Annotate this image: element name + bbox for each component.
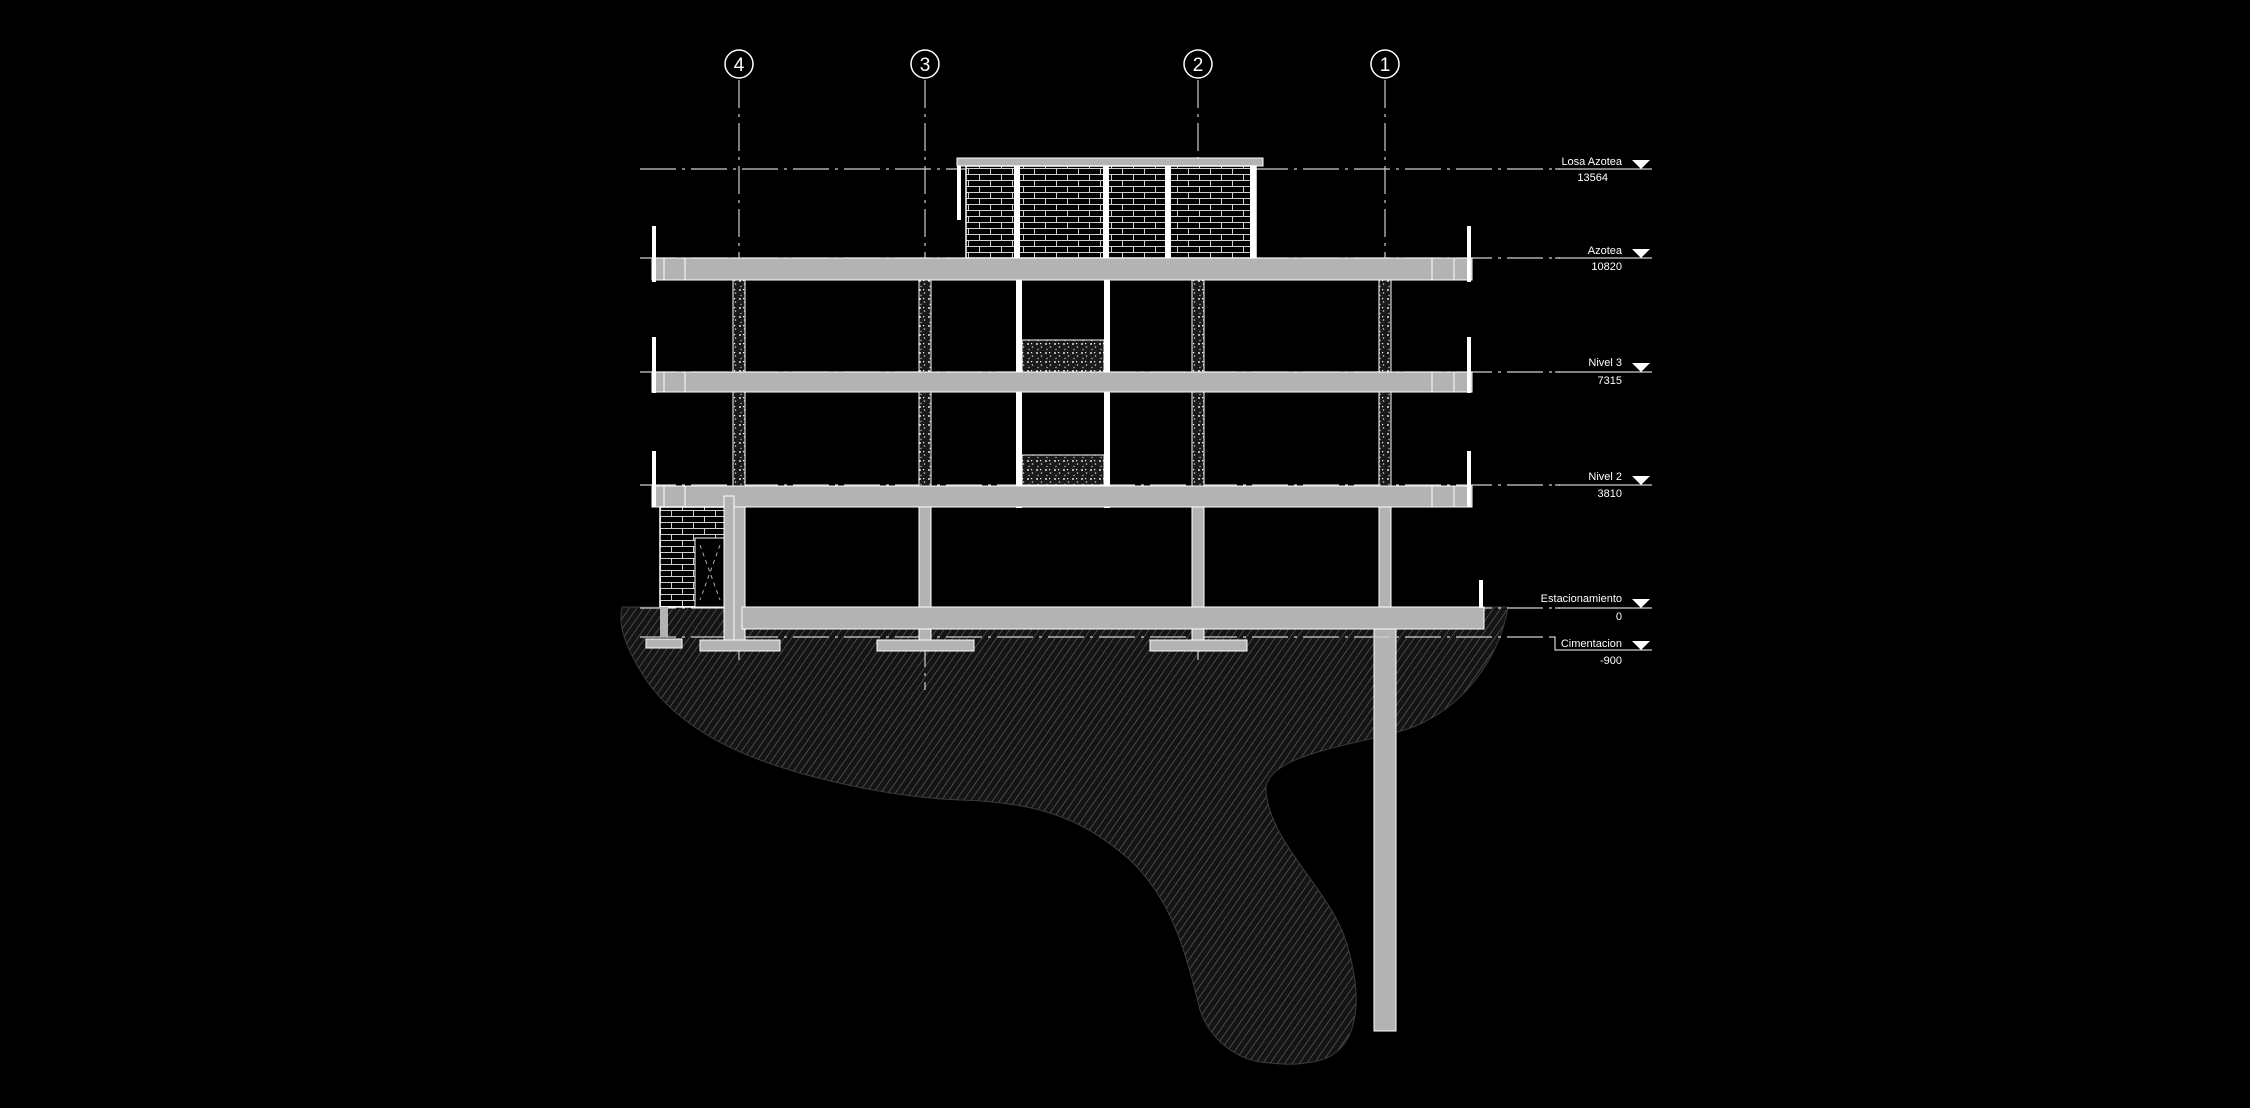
level-triangle-icon [1632,160,1650,169]
level-name: Estacionamiento [1541,593,1622,605]
level-triangle-icon [1632,476,1650,485]
level-name: Nivel 3 [1588,357,1622,369]
level-triangle-icon [1632,363,1650,372]
axis-label-4: 4 [734,55,745,76]
axis-label-3: 3 [920,55,931,76]
level-marker-losa-azotea: Losa Azotea 13564 [1555,156,1652,184]
level-name: Nivel 2 [1588,471,1622,483]
level-triangle-icon [1632,599,1650,608]
level-value: 3810 [1598,488,1622,500]
level-name: Azotea [1588,245,1623,257]
building-core [1016,278,1110,508]
level-marker-azotea: Azotea 10820 [1555,245,1652,273]
axis-bubble-1: 1 [1370,49,1400,79]
level-marker-nivel-3: Nivel 3 7315 [1555,357,1652,387]
columns [732,257,1392,641]
ground-floor-room [659,495,735,642]
level-value: 10820 [1591,261,1622,273]
slab-joints [663,258,1455,507]
level-name: Cimentacion [1561,638,1622,650]
axis-bubble-4: 4 [724,49,754,79]
rooftop-enclosure [956,157,1264,259]
axis-bubbles: 4 3 2 1 [724,49,1400,79]
level-value: -900 [1600,655,1622,667]
foundation-pile [1373,610,1397,1032]
level-triangle-icon [1632,249,1650,258]
axis-label-1: 1 [1380,55,1391,76]
level-markers: Losa Azotea 13564 Azotea 10820 Nivel 3 7… [1541,156,1652,667]
parapets [652,226,1483,608]
axis-bubble-3: 3 [910,49,940,79]
level-value: 0 [1616,611,1622,623]
level-value: 13564 [1577,172,1608,184]
ground-soil [620,606,1509,1065]
level-marker-cimentacion: Cimentacion -900 [1550,636,1652,667]
axis-label-2: 2 [1193,55,1204,76]
level-marker-nivel-2: Nivel 2 3810 [1555,471,1652,500]
level-marker-estacionamiento: Estacionamiento 0 [1541,593,1652,623]
footings [645,638,1248,652]
level-value: 7315 [1598,375,1622,387]
level-triangle-icon [1632,641,1650,650]
axis-bubble-2: 2 [1183,49,1213,79]
level-name: Losa Azotea [1561,156,1622,168]
floor-slabs [651,257,1485,630]
